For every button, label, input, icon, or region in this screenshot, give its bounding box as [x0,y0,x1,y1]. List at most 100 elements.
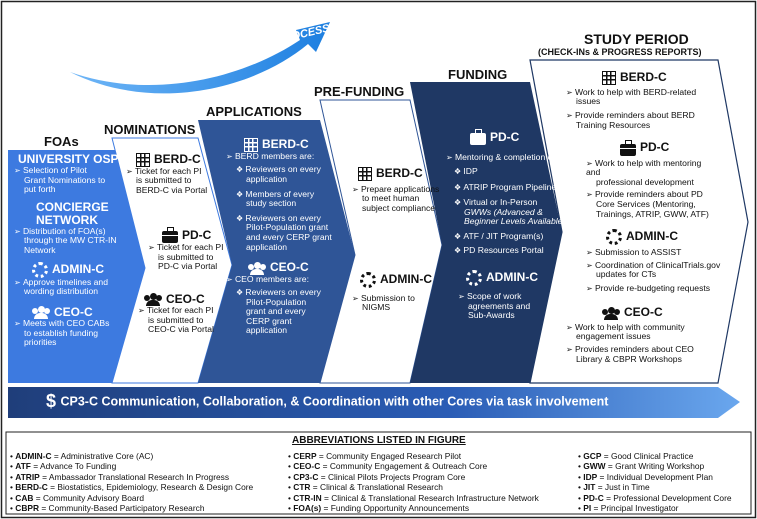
nominations-ceo-item: Ticket for each PI [138,305,226,316]
admin-gear-icon [606,229,622,246]
nominations-ceo-title: CEO-C [144,292,226,307]
abbreviation-entry: • JIT = Just in Time [578,482,650,493]
funding-pdc-item: IDP [454,166,558,177]
nominations-pdc-item-line: PD-C via Portal [158,261,218,272]
applications-ceo-item-line: application [246,325,288,336]
applications-berd-item: Reviewers on every [236,213,334,224]
funding-content: PD-C Mentoring & completion of: IDP ATRI… [446,129,565,321]
study-ceo-item: Provides reminders about CEO [566,344,716,355]
study-ceo-item-line: Library & CBPR Workshops [576,353,682,364]
study-pdc-item-line: Core Services (Mentoring, [596,198,696,209]
prefunding-admin-title: ADMIN-C [360,271,444,288]
concierge-item-line: Network [24,244,56,255]
applications-berd-item-line: study section [246,198,297,209]
applications-content: BERD-C BERD members are: Reviewers on ev… [226,137,334,336]
study-berd-item: Work to help with BERD-related [566,87,716,98]
nominations-berd-item-line: BERD-C via Portal [136,185,208,196]
applications-ceo-item-line: Pilot-Population [246,296,307,307]
abbreviations-col-1: • ADMIN-C = Administrative Core (AC) • A… [10,451,253,513]
abbreviations-title: ABBREVIATIONS LISTED IN FIGURE [292,435,466,446]
prefunding-admin-item: Submission to [352,293,444,304]
study-pdc-item: Provide reminders about PD [586,190,716,200]
nominations-ceo-item-line: CEO-C via Portal [148,324,214,335]
osp-item: Selection of Pilot [14,165,126,176]
abbreviation-entry: • CTR = Clinical & Translational Researc… [288,482,443,493]
cp3c-bar: $ CP3-C Communication, Collaboration, & … [46,391,608,412]
osp-title: UNIVERSITY OSP [18,152,119,166]
foas-header: FOAs [44,134,79,149]
study-pdc-item-line: Trainings, ATRIP, GWW, ATF) [596,208,709,219]
pilot-grant-process-arrow [70,22,330,94]
study-berd-item: Provide reminders about BERD [566,110,716,121]
study-content: BERD-C Work to help with BERD-related is… [566,70,720,364]
abbreviations-box [5,431,752,515]
briefcase-icon [470,129,486,146]
funding-admin-item: Scope of work [458,291,558,302]
admin-gear-icon [32,261,48,278]
applications-ceo-item-line: grant and every [246,306,306,317]
foas-ceo-item-line: priorities [24,337,57,348]
applications-header: APPLICATIONS [206,104,302,119]
study-period-column-shape [529,59,749,384]
study-berd-item-line: Training Resources [576,119,651,130]
prefunding-berd-title: BERD-C [358,166,444,181]
cp3c-bar-shape [8,387,740,418]
abbreviation-entry: • CBPR = Community-Based Participatory R… [10,503,205,514]
abbreviation-entry: • GWW = Grant Writing Workshop [578,461,705,472]
prefunding-content: BERD-C Prepare applications to meet huma… [352,166,444,313]
funding-pdc-item-line: GWWs (Advanced & [464,206,543,217]
funding-admin-item-line: agreements and [468,300,531,311]
people-icon [248,261,266,275]
nominations-berd-item: Ticket for each PI [126,166,226,177]
applications-berd-item-line: application [246,241,288,252]
funding-pdc-title: PD-C [470,129,558,146]
funding-pdc-intro: Mentoring & completion of: [446,153,558,163]
applications-ceo-item: Reviewers on every [236,287,334,298]
study-pdc-item-line: professional development [596,176,694,187]
foas-ceo-item-line: to establish funding [24,327,99,338]
grid-icon [136,152,150,167]
applications-column-shape [198,120,355,383]
concierge-item: Distribution of FOA(s) [14,226,126,237]
applications-berd-item-line: application [246,174,288,185]
funding-pdc-item: Virtual or In-Person [454,198,558,208]
briefcase-icon [620,139,636,156]
funding-pdc-item: ATF / JIT Program(s) [454,231,558,242]
nominations-ceo-item-line: is submitted to [148,314,204,325]
abbreviations-col-2: • CERP = Community Engaged Research Pilo… [288,451,539,513]
people-icon [602,306,620,320]
people-icon [32,306,50,320]
applications-berd-intro: BERD members are: [226,151,334,162]
abbreviation-entry: • ADMIN-C = Administrative Core (AC) [10,451,154,461]
nominations-content: BERD-C Ticket for each PI is submitted t… [126,152,226,335]
abbreviations-col-3: • GCP = Good Clinical Practice • GWW = G… [578,451,732,513]
study-ceo-item: Work to help with community [566,322,716,333]
foas-ceo-title: CEO-C [32,305,126,320]
study-ceo-title: CEO-C [602,305,716,320]
foas-admin-item-line: wording distribution [24,286,99,297]
foas-ceo-item: Meets with CEO CABs [14,318,126,329]
abbreviation-entry: • IDP = Individual Development Plan [578,471,713,482]
abbreviation-entry: • CERP = Community Engaged Research Pilo… [288,451,462,461]
applications-ceo-item-line: CERP grant [246,315,292,326]
nominations-berd-title: BERD-C [136,152,226,167]
foas-admin-title: ADMIN-C [32,261,126,278]
study-ceo-item-line: engagement issues [576,331,651,342]
foas-admin-item: Approve timelines and [14,277,126,288]
foas-content: UNIVERSITY OSP Selection of Pilot Grant … [14,152,126,348]
grid-icon [358,166,372,181]
people-icon [144,293,162,307]
applications-berd-title: BERD-C [244,137,334,152]
prefunding-berd-item-line: to meet human [362,193,420,204]
grid-icon [602,70,616,85]
concierge-item-line: through the MW CTR-IN [24,235,117,246]
study-admin-item: Submission to ASSIST [586,247,716,258]
osp-item-line: Grant Nominations to [24,174,106,185]
applications-ceo-intro: CEO members are: [226,274,334,285]
nominations-pdc-item: Ticket for each PI [148,242,226,253]
nominations-header: NOMINATIONS [104,122,196,137]
nominations-pdc-item-line: is submitted to [158,251,214,262]
funding-pdc-item: PD Resources Portal [454,246,558,256]
applications-berd-item: Reviewers on every [236,165,334,175]
nominations-berd-item-line: is submitted to [136,175,192,186]
